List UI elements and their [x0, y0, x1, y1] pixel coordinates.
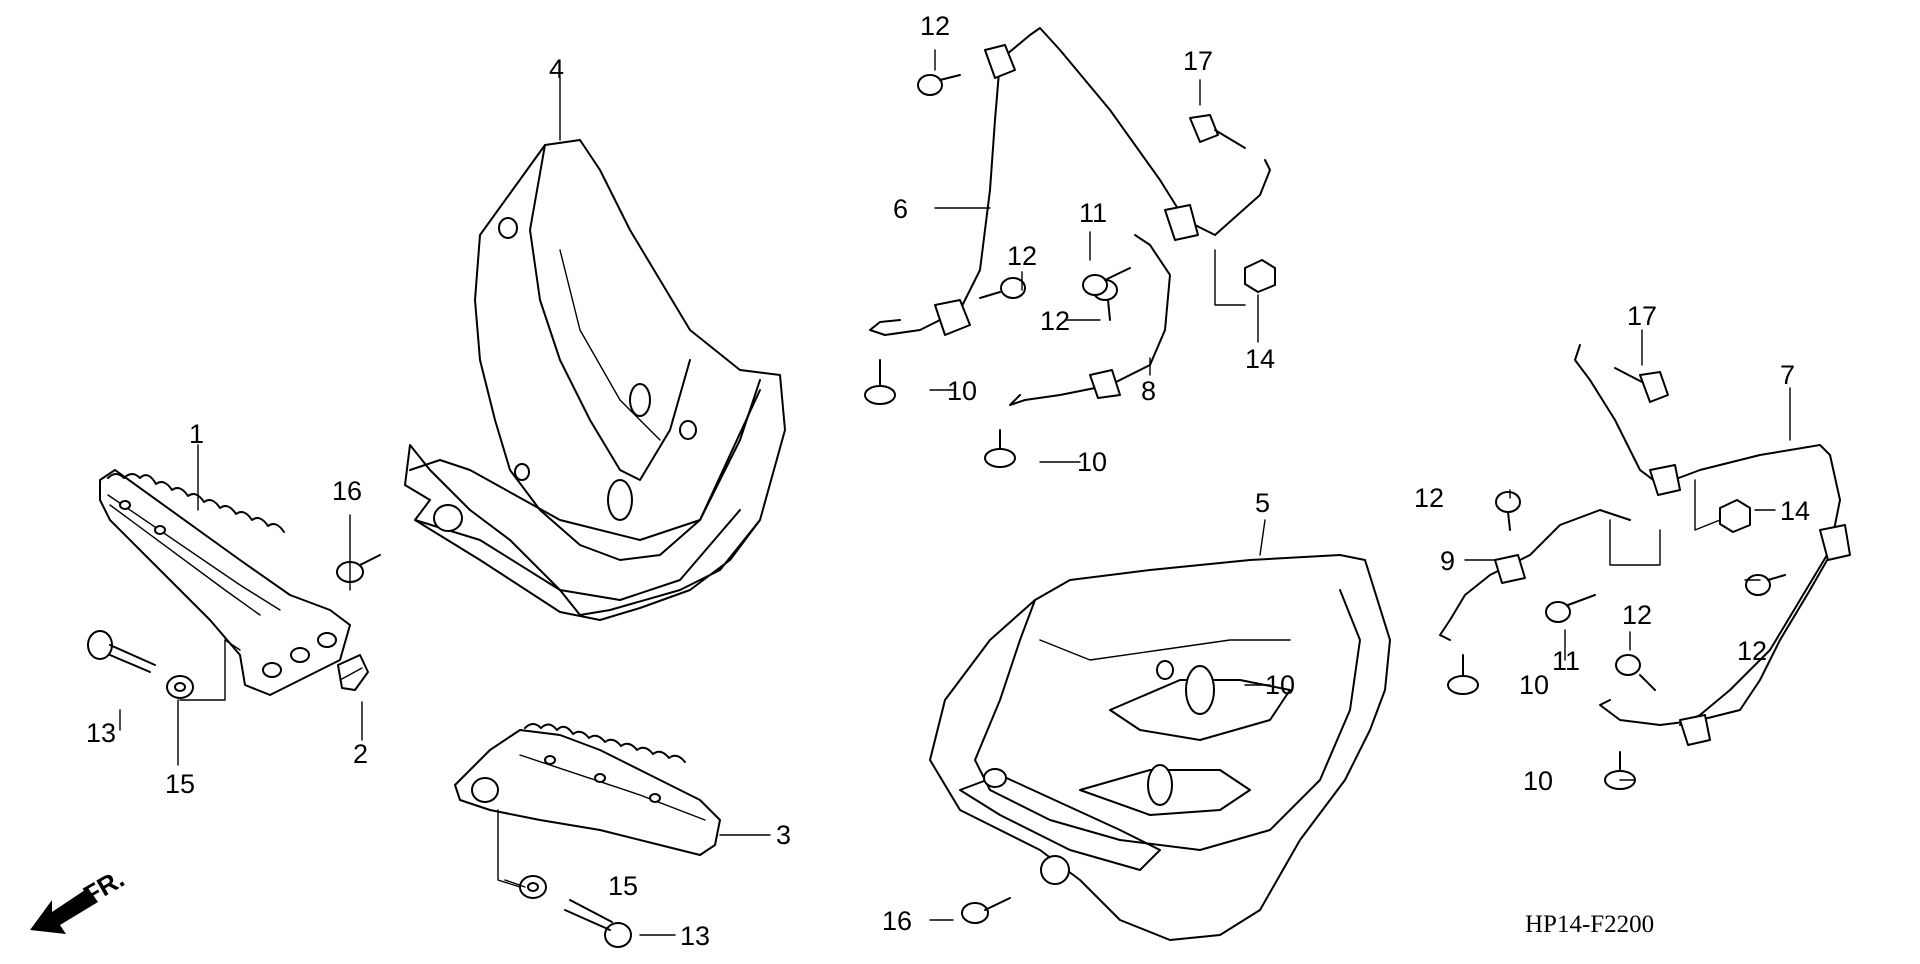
- callout-12a: 12: [920, 11, 950, 41]
- callout-3: 3: [776, 820, 791, 850]
- callout-10a: 10: [947, 376, 977, 406]
- callout-12b: 12: [1007, 241, 1037, 271]
- callout-15a: 15: [165, 769, 195, 799]
- fasteners: [87, 74, 1786, 948]
- front-arrow-icon: [30, 888, 98, 934]
- callout-8: 8: [1141, 376, 1156, 406]
- callout-10d: 10: [1523, 766, 1553, 796]
- callout-12c: 12: [1040, 306, 1070, 336]
- callout-16b: 16: [882, 906, 912, 936]
- callout-17b: 17: [1627, 301, 1657, 331]
- callout-6: 6: [893, 194, 908, 224]
- part-9-bracket: [1439, 509, 1631, 641]
- part-1-footpeg: [99, 469, 351, 696]
- callout-13a: 13: [86, 718, 116, 748]
- callout-9: 9: [1440, 546, 1455, 576]
- callout-13b: 13: [680, 921, 710, 951]
- callout-10b: 10: [1077, 447, 1107, 477]
- callout-4: 4: [549, 54, 564, 84]
- part-8-bracket: [1009, 234, 1171, 406]
- callout-14b: 14: [1780, 496, 1810, 526]
- diagram-code: HP14-F2200: [1525, 911, 1654, 938]
- callout-14a: 14: [1245, 344, 1275, 374]
- part-3-footpeg: [454, 723, 721, 856]
- callout-5: 5: [1255, 488, 1270, 518]
- leader-lines: [119, 49, 1791, 936]
- callout-12e: 12: [1622, 600, 1652, 630]
- part-7-bracket: [1574, 344, 1851, 746]
- callout-17a: 17: [1183, 46, 1213, 76]
- callout-10e: 10: [1265, 670, 1295, 700]
- part-2-clip: [337, 654, 369, 691]
- callout-7: 7: [1780, 360, 1795, 390]
- part-6-bracket: [869, 27, 1271, 336]
- callout-12d: 12: [1414, 483, 1444, 513]
- part-5-guard: [929, 554, 1391, 941]
- callouts: 1 2 3 4 5 6 7 8 9 10 10 10 10 10 11 11 1…: [86, 11, 1810, 951]
- callout-11a: 11: [1079, 198, 1107, 228]
- callout-16a: 16: [332, 476, 362, 506]
- callout-10c: 10: [1519, 670, 1549, 700]
- callout-1: 1: [189, 419, 204, 449]
- part-4-guard: [404, 139, 786, 621]
- callout-12f: 12: [1737, 636, 1767, 666]
- callout-15b: 15: [608, 871, 638, 901]
- callout-2: 2: [353, 739, 368, 769]
- callout-11b: 11: [1552, 646, 1580, 676]
